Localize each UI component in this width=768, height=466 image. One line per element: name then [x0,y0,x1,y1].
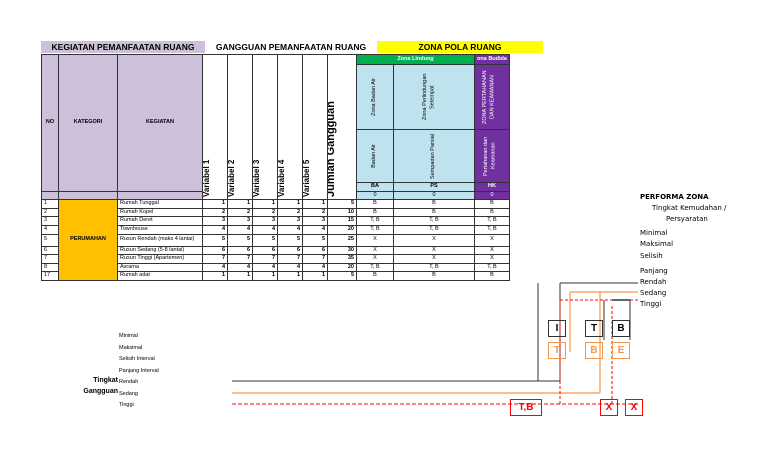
col-kategori: KATEGORI [58,54,118,192]
performa-items: Minimal Maksimal Selisih [640,228,673,262]
header-kegiatan-pemanfaatan: KEGIATAN PEMANFAATAN RUANG [41,41,205,53]
tingkat-label: Tingkat [93,377,118,384]
performa-item: Rendah [640,278,667,286]
gangguan-matrix-table: NO KATEGORI KEGIATAN Variabel 1 Variabel… [41,53,510,281]
col-kegiatan: KEGIATAN [117,54,203,192]
row-no: 5 [41,233,59,247]
performa-subtitle-2: Persyaratan [666,215,708,223]
row-zona-1: X [356,233,394,247]
performa-item: Sedang [640,289,667,297]
row-zona-3: B [474,271,510,281]
box-red-x2: X [625,399,643,416]
header-gangguan-pemanfaatan: GANGGUAN PEMANFAATAN RUANG [215,42,367,52]
row-kegiatan: Rusun Rendah (maks 4 lantai) [117,233,203,247]
row-no: 17 [41,271,59,281]
header-zona-pola-ruang: ZONA POLA RUANG [377,41,543,53]
kategori-perumahan: PERUMAHAN [58,199,118,281]
box-b: B [612,320,630,337]
box-i: I [548,320,566,337]
performa-subtitle-1: Tingkat Kemudahan / [652,204,727,212]
box-red-x1: X [600,399,618,416]
row-zona-3: X [474,233,510,247]
col-zona-pertahanan: ZONA PERTAHANAN DAN KEAMANAN [474,64,510,130]
col-zona-badan-air: Zona Badan Air [356,64,394,130]
col-variabel-5: Variabel 5 [302,53,328,201]
tingkat-items: Minimal Maksimal Selisih Interval Panjan… [119,331,159,412]
tingkat-item: Maksimal [119,344,143,351]
col-no: NO [41,54,59,192]
row-zona-2: X [393,233,475,247]
col-variabel-4: Variabel 4 [277,53,303,201]
col-pertahanan-keamanan: Pertahanan dan Keamanan [474,129,510,183]
col-badan-air: Badan Air [356,129,394,183]
performa-item: Tinggi [640,300,662,308]
row-variabel-5: 5 [302,233,328,247]
tingkat-item: Tinggi [119,402,134,408]
col-zona-perlindungan: Zona Perlindungan Setempat [393,64,475,130]
gangguan-label: Gangguan [83,388,118,395]
performa-item: Panjang [640,267,668,275]
tingkat-item: Selisih Interval [119,356,155,362]
box-orange-e: E [612,342,630,359]
row-variabel-3: 5 [252,233,278,247]
tingkat-item: Sedang [119,390,138,397]
tingkat-item: Minimal [119,333,138,339]
box-t: T [585,320,603,337]
tingkat-item: Rendah [119,379,139,385]
box-orange-t: T [548,342,566,359]
col-sempadan-parsial: Sempadan Parsial [393,129,475,183]
performa-item: Minimal [640,229,668,237]
performa-items-2: Panjang Rendah Sedang Tinggi [640,266,668,310]
performa-zona-title: PERFORMA ZONA [640,193,709,201]
box-orange-b: B [585,342,603,359]
performa-item: Selisih [640,251,663,260]
col-variabel-3: Variabel 3 [252,53,278,201]
tingkat-item: Panjang Interval [119,367,159,374]
performa-item: Maksimal [640,240,674,249]
box-red-tb: T,B [510,399,542,416]
